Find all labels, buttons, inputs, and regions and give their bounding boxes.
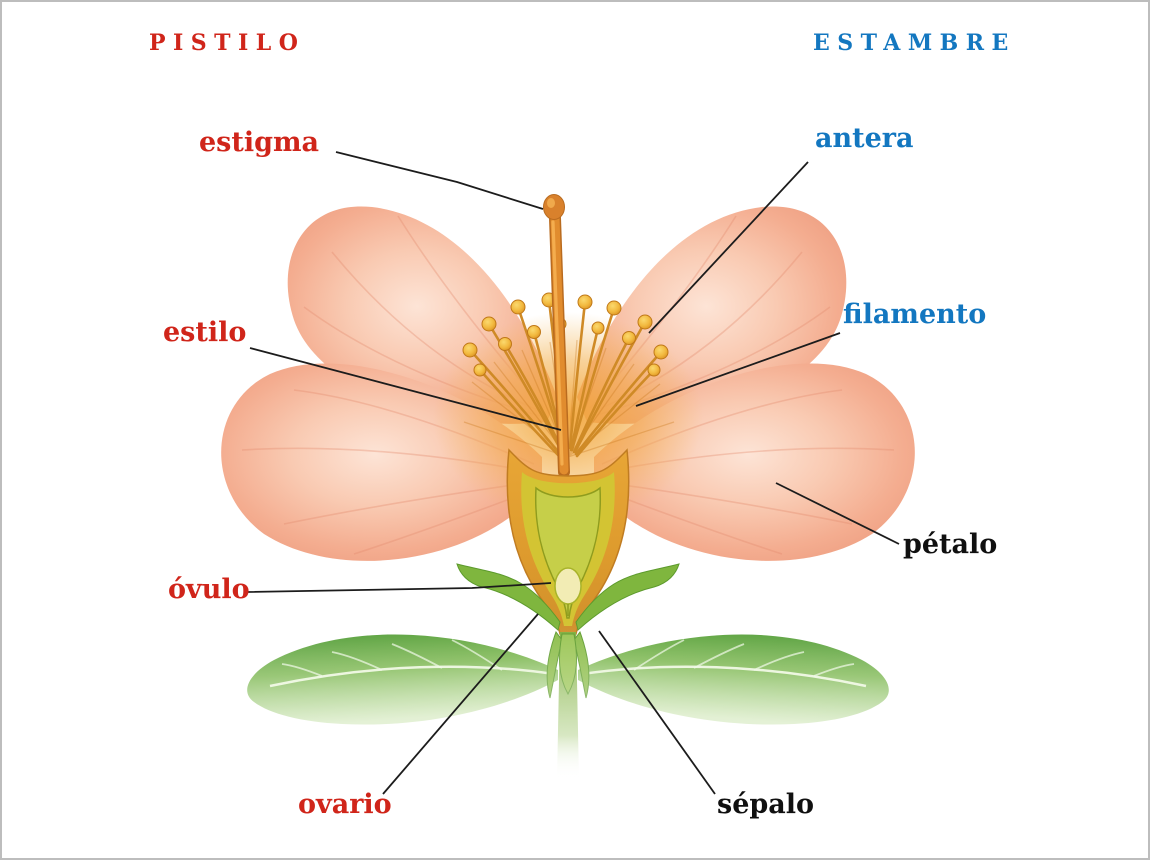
ovule	[554, 567, 582, 605]
leader-estigma	[335, 151, 544, 210]
leader-antera	[648, 161, 809, 334]
leader-ovulo	[245, 582, 552, 593]
leader-ovario	[382, 613, 539, 795]
stigma	[543, 194, 565, 220]
leader-petalo	[775, 482, 900, 545]
leader-filamento	[635, 332, 841, 407]
leader-sepalo	[598, 630, 716, 795]
label-estilo: estilo	[163, 317, 247, 348]
label-sepalo: sépalo	[717, 789, 815, 820]
label-ovulo: óvulo	[168, 574, 250, 605]
label-antera: antera	[815, 123, 914, 154]
label-petalo: pétalo	[903, 529, 998, 560]
label-filamento: filamento	[843, 299, 987, 330]
leader-estilo	[249, 347, 562, 431]
ovary	[506, 448, 630, 635]
leader-lines	[245, 151, 900, 795]
anther-group	[462, 292, 669, 377]
label-ovario: ovario	[298, 789, 392, 820]
bottom-fade	[132, 622, 1032, 832]
pistil-style	[549, 212, 570, 478]
label-estigma: estigma	[199, 127, 320, 158]
header-pistilo: PISTILO	[149, 30, 306, 56]
header-estambre: ESTAMBRE	[813, 30, 1016, 56]
